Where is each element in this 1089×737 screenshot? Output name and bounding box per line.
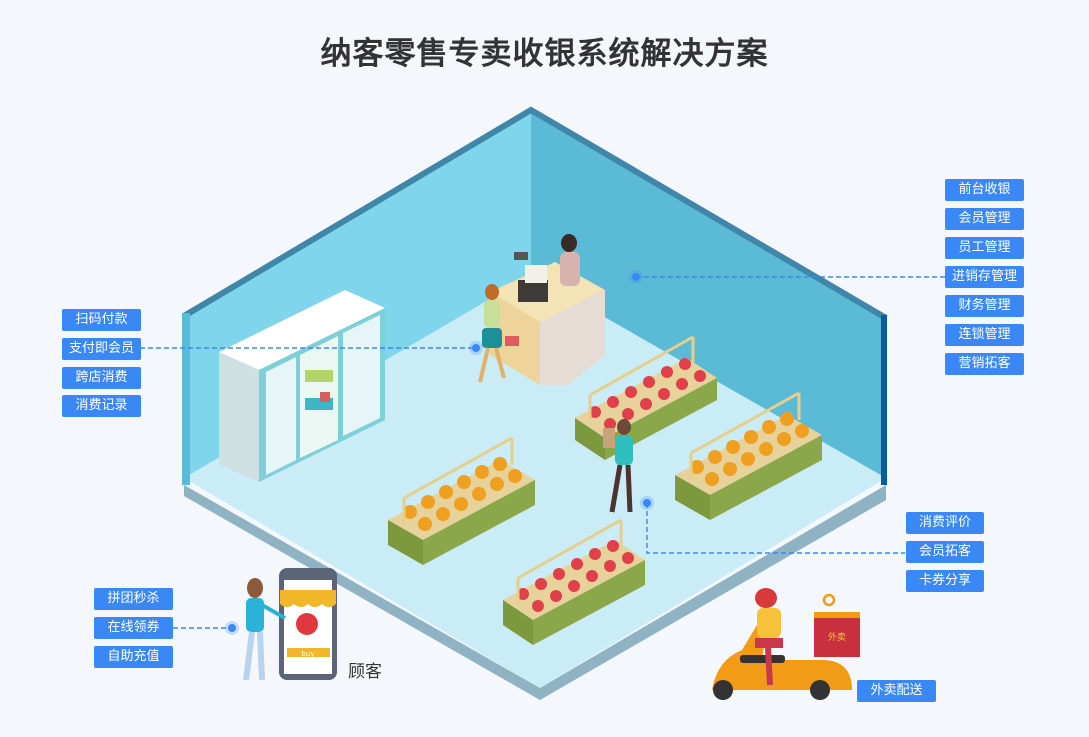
tag-front-cashier[interactable]: 前台收银	[945, 179, 1024, 201]
phone-customer-icon	[243, 578, 286, 681]
fridge-icon	[219, 290, 385, 482]
tag-marketing[interactable]: 营销拓客	[945, 353, 1024, 375]
tag-member-management[interactable]: 会员管理	[945, 208, 1024, 230]
apple-shelf-icon	[503, 518, 645, 645]
delivery-scooter-icon: 外卖	[712, 588, 860, 700]
phone-buy-button: buy	[301, 650, 314, 658]
page-title: 纳客零售专卖收银系统解决方案	[320, 36, 769, 72]
tag-online-coupons[interactable]: 在线领券	[94, 617, 173, 639]
tag-consumption-records[interactable]: 消费记录	[62, 395, 141, 417]
phone-shop-icon: buy	[279, 568, 337, 680]
tag-cross-store[interactable]: 跨店消费	[62, 367, 141, 389]
tag-coupon-sharing[interactable]: 卡券分享	[906, 570, 984, 592]
tag-group-buy[interactable]: 拼团秒杀	[94, 588, 173, 610]
tag-scan-pay[interactable]: 扫码付款	[62, 309, 141, 331]
tag-inventory-management[interactable]: 进销存管理	[945, 266, 1024, 288]
customer-label: 顾客	[348, 662, 382, 682]
tag-reviews[interactable]: 消费评价	[906, 512, 984, 534]
tag-staff-management[interactable]: 员工管理	[945, 237, 1024, 259]
tag-member-acquisition[interactable]: 会员拓客	[906, 541, 984, 563]
tag-pay-as-member[interactable]: 支付即会员	[62, 338, 141, 360]
tag-finance-management[interactable]: 财务管理	[945, 295, 1024, 317]
walking-customer-icon	[603, 419, 633, 513]
shopper-icon	[478, 284, 519, 383]
orange-shelf-icon	[388, 436, 535, 565]
connector-dots	[225, 270, 654, 635]
tag-self-recharge[interactable]: 自助充值	[94, 646, 173, 668]
tag-chain-management[interactable]: 连锁管理	[945, 324, 1024, 346]
tag-delivery[interactable]: 外卖配送	[857, 680, 936, 702]
svg-text:外卖: 外卖	[828, 631, 846, 643]
apple-shelf-icon	[575, 335, 717, 460]
connector-lines	[140, 276, 945, 629]
right-wall	[531, 108, 886, 478]
orange-shelf-icon	[675, 391, 822, 520]
